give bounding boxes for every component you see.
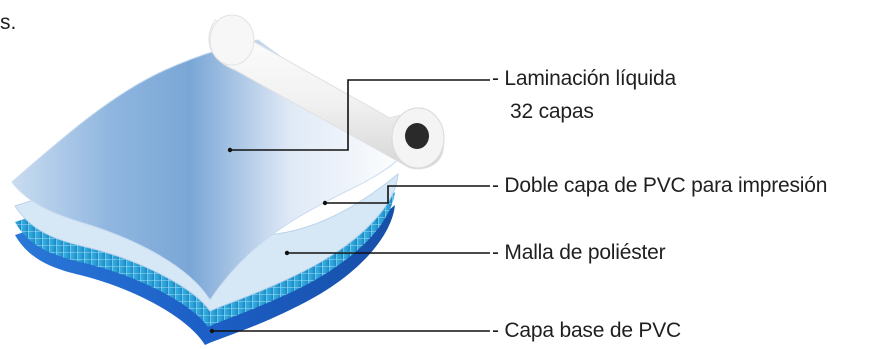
label-liquid-lamination: - Laminación líquida [492, 67, 676, 90]
leader-dot-lamination [227, 147, 233, 153]
leader-dot-mesh [284, 250, 290, 256]
label-pvc-base-layer: - Capa base de PVC [492, 319, 682, 342]
leader-dot-base [209, 328, 215, 334]
label-polyester-mesh: - Malla de poliéster [492, 241, 666, 264]
label-pvc-double-layer: - Doble capa de PVC para impresión [492, 174, 828, 197]
cropped-text-fragment: s. [0, 11, 17, 34]
leader-dot-pvc-double [322, 200, 328, 206]
leader-line-lamination [230, 79, 490, 151]
label-liquid-lamination-layers: 32 capas [510, 100, 594, 123]
roll-end [209, 14, 255, 66]
leader-line-pvc-double [325, 185, 490, 204]
roll-core [405, 123, 429, 149]
